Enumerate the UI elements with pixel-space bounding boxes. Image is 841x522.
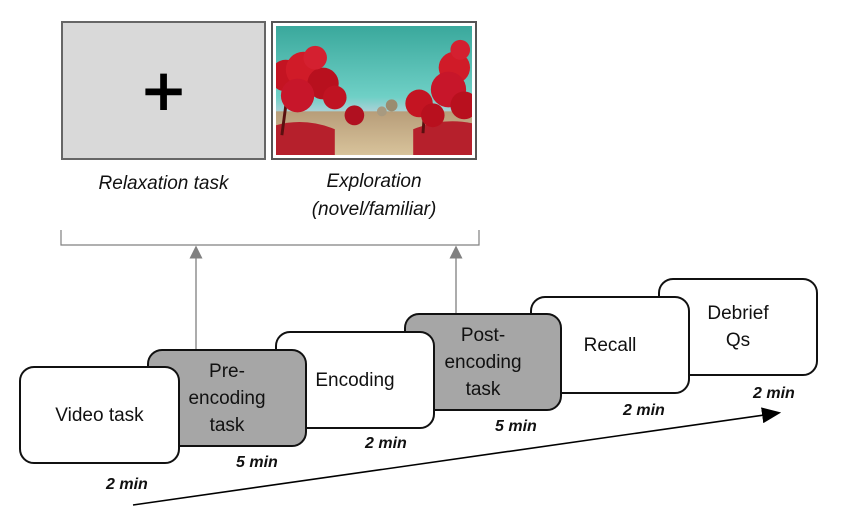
duration-debrief: 2 min (753, 385, 795, 402)
exploration-caption-line1: Exploration (326, 171, 422, 192)
step-video-task: Video task (19, 366, 180, 464)
duration-pre-encoding-task: 5 min (236, 454, 278, 471)
virtual-forest-scene-image (276, 26, 472, 155)
relaxation-image-panel: + (61, 21, 266, 160)
condition-bracket (60, 230, 480, 246)
duration-encoding: 2 min (365, 435, 407, 452)
exploration-image-panel (271, 21, 477, 160)
duration-recall: 2 min (623, 402, 665, 419)
duration-post-encoding-task: 5 min (495, 418, 537, 435)
duration-video-task: 2 min (106, 476, 148, 493)
exploration-caption-line2: (novel/familiar) (311, 199, 437, 220)
relaxation-caption: Relaxation task (98, 173, 229, 194)
fixation-cross-icon: + (139, 55, 188, 124)
timeline-arrow (132, 407, 782, 506)
